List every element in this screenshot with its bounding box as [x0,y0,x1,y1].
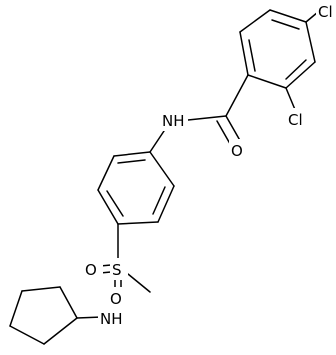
dichlorophenyl-ring [239,9,316,89]
atom-nh-sulfonamide: NH [100,310,123,328]
bond [97,189,119,225]
cyclopentyl-ring [9,286,78,345]
bond [239,9,271,33]
atom-o-sulfonyl-left: O [85,261,97,279]
bond-inner [271,19,300,30]
bond [157,185,175,223]
bond [9,290,23,327]
bond-n-ring [149,127,167,153]
bond [113,151,151,157]
bond [149,151,175,187]
bond [97,155,115,191]
atom-nh-amide: NH [162,112,185,130]
bond [269,9,307,23]
bond [305,21,316,63]
bond [21,286,61,292]
bond-inner [285,59,307,80]
phenyl-ring [97,151,175,225]
bond [239,31,249,76]
atom-cl2: Cl [288,111,303,129]
atom-o-carbonyl: O [231,142,243,160]
bond-inner [152,186,166,215]
bond-inner [106,190,124,217]
bond [9,325,45,345]
bond [59,286,78,319]
bond-carbonyl-n [187,115,227,121]
bond [43,317,78,345]
bond-inner [117,159,146,164]
bond [117,221,159,225]
bond-n-cyclopentyl [76,316,103,319]
bond-ring-carbonyl [225,74,249,117]
atom-cl1: Cl [318,3,333,21]
bond [247,74,287,89]
atom-o-sulfonyl-bottom: O [110,290,122,308]
atom-s-sulfonyl: S [112,261,122,279]
bond-s-n [127,273,151,293]
bond-inner [248,39,256,72]
bond [285,61,316,89]
